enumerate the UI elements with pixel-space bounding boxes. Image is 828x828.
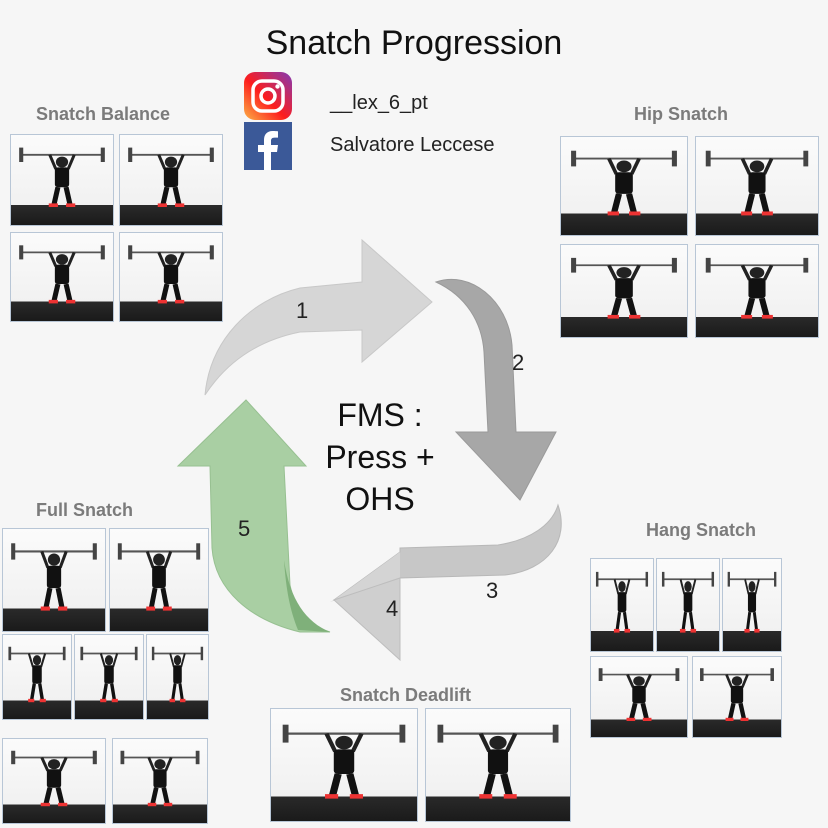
label-hip-snatch: Hip Snatch	[634, 104, 729, 124]
photo-snatch-balance-4	[119, 232, 223, 322]
photo-hang-snatch-4	[590, 656, 688, 738]
facebook-name[interactable]: Salvatore Leccese	[330, 134, 495, 156]
arrow-2	[434, 278, 557, 501]
photo-hang-snatch-2	[656, 558, 720, 652]
center-label: FMS : Press + OHS	[300, 394, 460, 520]
photo-snatch-balance-3	[10, 232, 114, 322]
photo-full-snatch-4	[74, 634, 144, 720]
center-line-2: Press +	[325, 439, 435, 475]
center-line-3: OHS	[345, 481, 415, 517]
step-3-number: 3	[486, 578, 499, 603]
step-5-number: 5	[238, 516, 251, 541]
instagram-handle[interactable]: __lex_6_pt	[330, 92, 428, 114]
photo-snatch-deadlift-2	[425, 708, 571, 822]
instagram-icon[interactable]	[244, 72, 292, 120]
photo-hip-snatch-2	[695, 136, 819, 236]
photo-full-snatch-6	[2, 738, 106, 824]
photo-hang-snatch-1	[590, 558, 654, 652]
photo-snatch-balance-1	[10, 134, 114, 226]
photo-hip-snatch-4	[695, 244, 819, 338]
page-title: Snatch Progression	[265, 24, 563, 62]
step-2-number: 2	[512, 350, 525, 375]
photo-full-snatch-7	[112, 738, 208, 824]
label-hang-snatch: Hang Snatch	[646, 520, 757, 540]
photo-full-snatch-5	[146, 634, 209, 720]
arrow-1	[204, 238, 433, 396]
photo-full-snatch-2	[109, 528, 209, 632]
facebook-icon[interactable]	[244, 122, 292, 170]
label-snatch-balance: Snatch Balance	[36, 104, 171, 124]
photo-snatch-deadlift-1	[270, 708, 418, 822]
photo-hang-snatch-3	[722, 558, 782, 652]
photo-full-snatch-3	[2, 634, 72, 720]
photo-full-snatch-1	[2, 528, 106, 632]
photo-snatch-balance-2	[119, 134, 223, 226]
label-full-snatch: Full Snatch	[36, 500, 134, 520]
center-line-1: FMS :	[337, 397, 423, 433]
step-4-number: 4	[386, 596, 399, 621]
label-snatch-deadlift: Snatch Deadlift	[340, 685, 472, 705]
step-1-number: 1	[296, 298, 309, 323]
photo-hip-snatch-1	[560, 136, 688, 236]
photo-hang-snatch-5	[692, 656, 782, 738]
photo-hip-snatch-3	[560, 244, 688, 338]
